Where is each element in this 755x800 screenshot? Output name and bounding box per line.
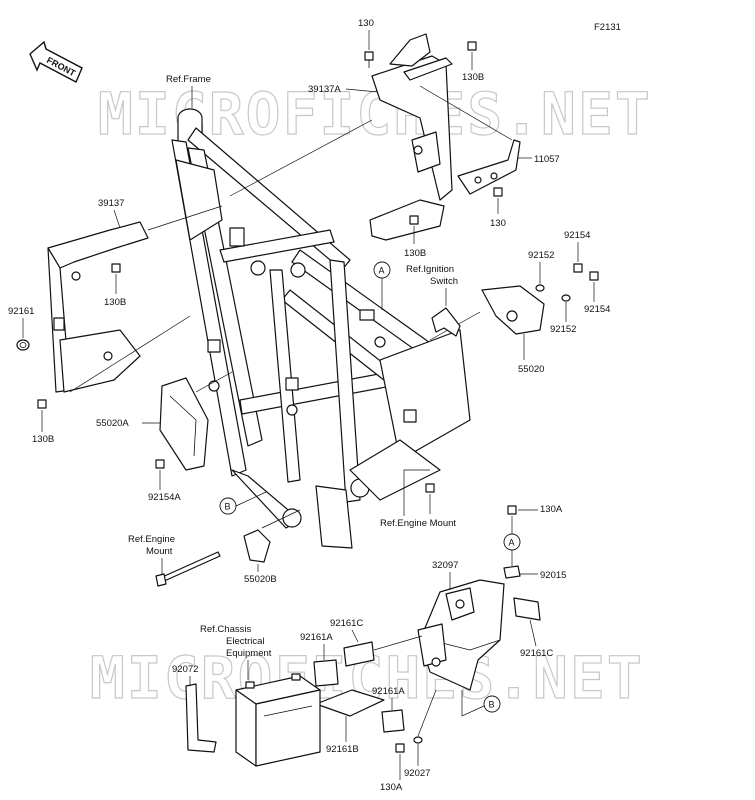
part-39137 [47,221,149,393]
part-55020 [481,285,545,335]
pad-92161c-left [343,641,375,667]
bolt-130b-left [111,263,121,273]
bolt-130b-top [467,41,477,51]
figure-code: F2131 [594,22,621,33]
label-55020b: 55020B [244,574,277,585]
pad-92161c-right [513,597,541,621]
label-92161a-top: 92161A [300,632,333,643]
label-92154-top: 92154 [564,230,590,241]
label-92161b: 92161B [326,744,359,755]
engine-mount-bolt-right [425,483,435,493]
engine-mount-long-bolt [155,551,221,587]
label-130b-top: 130B [462,72,484,83]
part-11057 [457,139,521,195]
label-39137a: 39137A [308,84,341,95]
label-ref-chassis-3: Equipment [226,648,272,659]
part-92072 [185,683,217,753]
svg-text:A: A [509,538,515,548]
callout-b-frame: B [219,497,237,515]
washer-92152-top [535,284,545,292]
part-55020b [243,529,271,563]
label-92152-mid: 92152 [550,324,576,335]
label-130b-left: 130B [104,297,126,308]
label-92152-top: 92152 [528,250,554,261]
label-92161a-mid: 92161A [372,686,405,697]
label-92154a: 92154A [148,492,181,503]
ignition-bracket [431,307,461,337]
part-32097 [417,579,505,691]
label-39137: 39137 [98,198,124,209]
label-92161: 92161 [8,306,34,317]
pad-92161b [315,689,385,717]
part-39137a [369,33,453,241]
washer-92027 [413,736,423,744]
bolt-92154a [155,459,165,469]
label-11057: 11057 [534,154,560,165]
label-92072: 92072 [172,664,198,675]
pad-92161a-mid [381,709,405,733]
part-92015 [503,565,521,579]
label-130a-bottom: 130A [380,782,403,793]
bolt-130-top [364,51,374,68]
front-arrow-icon: FRONT [29,40,83,83]
label-55020a: 55020A [96,418,129,429]
label-ref-ignition-1: Ref.Ignition [406,264,454,275]
bolt-130a-bottom [395,743,405,753]
label-92015: 92015 [540,570,566,581]
part-92161 [16,339,30,351]
label-ref-chassis-2: Electrical [226,636,265,647]
label-130b-mid: 130B [404,248,426,259]
callout-a-frame: A [373,261,391,279]
callout-a-bracket: A [503,533,521,551]
main-frame [171,108,471,549]
label-92161c-left: 92161C [330,618,363,629]
label-ref-engine-mount-left-1: Ref.Engine [128,534,175,545]
label-130a-top: 130A [540,504,563,515]
battery [235,673,321,767]
label-130b-lower: 130B [32,434,54,445]
label-ref-engine-mount-right: Ref.Engine Mount [380,518,456,529]
bolt-92154-right [589,271,599,281]
label-ref-chassis-1: Ref.Chassis [200,624,251,635]
label-92027: 92027 [404,768,430,779]
bolt-130a-top [507,505,517,515]
label-32097: 32097 [432,560,458,571]
label-92154-right: 92154 [584,304,610,315]
label-130-top: 130 [358,18,374,29]
washer-92152-mid [561,294,571,302]
svg-text:B: B [489,700,495,710]
bolt-130b-lower [37,399,47,409]
part-55020a [159,377,209,471]
bolt-130-mid [493,187,503,197]
label-92161c-right: 92161C [520,648,553,659]
label-55020: 55020 [518,364,544,375]
bolt-92154-top [573,263,583,273]
label-ref-ignition-2: Switch [430,276,458,287]
bolt-130b-mid [409,215,419,225]
pad-92161a-top [313,659,339,687]
svg-text:B: B [225,502,231,512]
callout-b-bracket: B [483,695,501,713]
label-ref-frame: Ref.Frame [166,74,211,85]
label-ref-engine-mount-left-2: Mount [146,546,173,557]
svg-text:A: A [379,266,385,276]
label-130-mid: 130 [490,218,506,229]
